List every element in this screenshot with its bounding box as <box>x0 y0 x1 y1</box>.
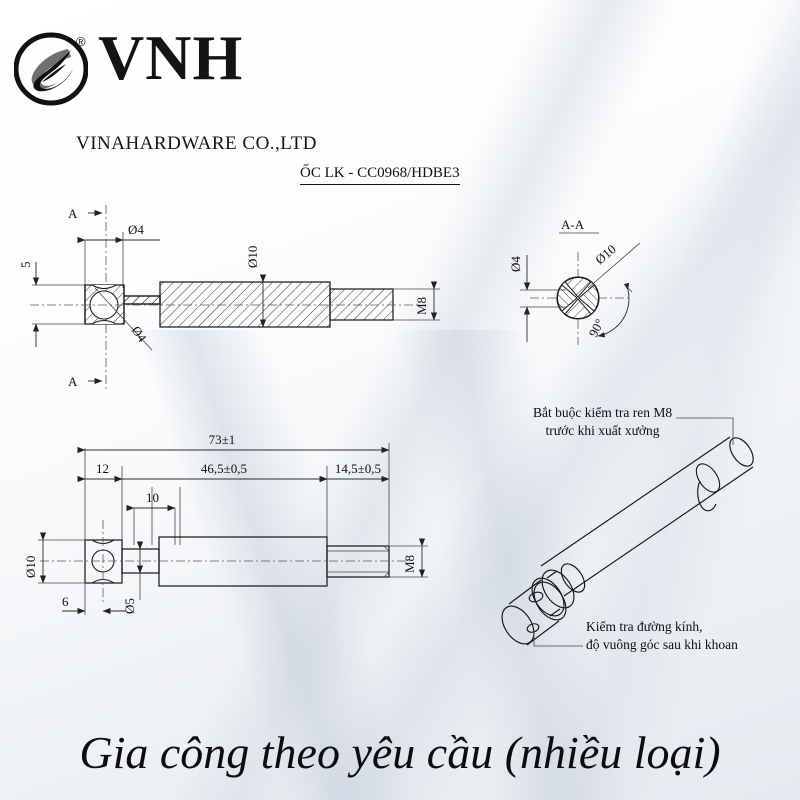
dim-section-hole-label: Ø4 <box>508 256 523 272</box>
page-title: ỐC LK - CC0968/HDBE3 <box>300 165 460 185</box>
logo-brand-text: VNH <box>98 22 244 93</box>
dim-thread-label: M8 <box>414 297 429 315</box>
dim-neck-length-label: 10 <box>146 490 159 505</box>
iso-view-group <box>501 417 754 647</box>
registered-mark: ® <box>76 34 86 49</box>
dim-neck-dia-label: Ø5 <box>122 598 137 614</box>
company-logo: ® VNH VINAHARDWARE CO.,LTD <box>14 26 317 154</box>
footer-tagline: Gia công theo yêu cầu (nhiều loại) <box>79 727 721 778</box>
section-view-title: A-A <box>561 217 585 232</box>
section-aa-group: A-A Ø4 Ø10 90° <box>508 217 641 345</box>
dim-hole-dia-label: Ø4 <box>128 222 144 237</box>
note-drill-check: Kiểm tra đường kính, độ vuông góc sau kh… <box>586 618 738 654</box>
dim-overall-length-label: 73±1 <box>209 432 236 447</box>
logo-company-text: VINAHARDWARE CO.,LTD <box>76 133 317 154</box>
note-thread-check: Bắt buộc kiểm tra ren M8 trước khi xuất … <box>533 404 672 440</box>
section-mark-top-label: A <box>68 206 78 221</box>
top-view-group: A A Ø4 5 <box>18 205 440 390</box>
note-thread-check-line2: trước khi xuất xưởng <box>545 423 660 439</box>
dim-cross-hole-label: Ø4 <box>129 323 151 345</box>
note-drill-check-line2: độ vuông góc sau khi khoan <box>586 637 738 653</box>
section-mark-bottom-label: A <box>68 374 78 389</box>
dim-section-outer-label: Ø10 <box>592 241 619 267</box>
dim-body-dia-label: Ø10 <box>245 246 260 268</box>
note-drill-check-line1: Kiểm tra đường kính, <box>586 619 703 634</box>
dim-thread-length-label: 14,5±0,5 <box>335 461 381 476</box>
dim-head-height-label: 5 <box>18 262 33 269</box>
dim-thread-spec-label: M8 <box>402 555 417 573</box>
dim-head-dia-label: Ø10 <box>23 556 38 578</box>
swoosh-oval-icon <box>14 32 88 106</box>
dim-head-length-label: 12 <box>96 461 109 476</box>
bottom-view-group: 73±1 12 46,5±0,5 14,5±0,5 10 <box>23 432 428 615</box>
dim-shank-length-label: 46,5±0,5 <box>201 461 247 476</box>
note-thread-check-line1: Bắt buộc kiểm tra ren M8 <box>533 405 673 420</box>
dim-angle-label: 90° <box>585 316 607 339</box>
dim-hole-offset-label: 6 <box>62 594 69 609</box>
